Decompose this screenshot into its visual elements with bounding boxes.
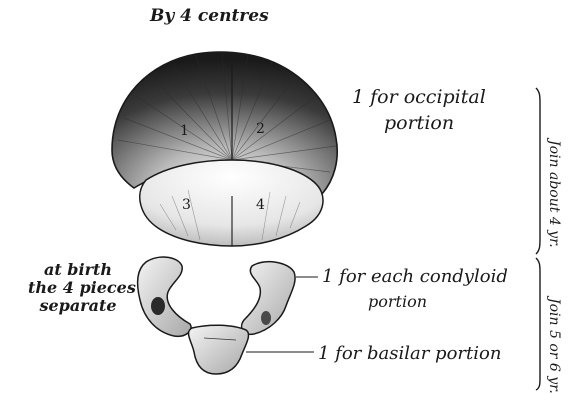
basilar-piece xyxy=(189,325,249,374)
figure-title: By 4 centres xyxy=(150,8,269,25)
condyloid-label-line2: portion xyxy=(368,294,427,310)
piece-number-4: 4 xyxy=(256,198,265,212)
condyloid-label-line1: 1 for each condyloid xyxy=(322,268,508,286)
bracket-upper xyxy=(536,88,540,254)
left-condyloid-piece xyxy=(138,257,192,336)
right-condyle-dark xyxy=(261,311,271,325)
occipital-label-line2: portion xyxy=(384,114,454,133)
occipital-lower-plate xyxy=(140,160,323,246)
birth-label-line2: the 4 pieces xyxy=(28,280,128,296)
birth-label-line1: at birth xyxy=(28,262,128,278)
bracket-note-upper: Join about 4 yr. xyxy=(546,140,562,248)
piece-number-2: 2 xyxy=(256,122,265,136)
bracket-lower xyxy=(536,258,540,390)
piece-number-1: 1 xyxy=(180,124,189,138)
piece-number-3: 3 xyxy=(182,198,191,212)
bracket-note-lower: Join 5 or 6 yr. xyxy=(546,298,562,394)
occipital-label-line1: 1 for occipital xyxy=(352,88,486,107)
left-condyle-dark xyxy=(151,297,165,315)
birth-label-line3: separate xyxy=(28,298,128,314)
basilar-label: 1 for basilar portion xyxy=(318,345,501,363)
